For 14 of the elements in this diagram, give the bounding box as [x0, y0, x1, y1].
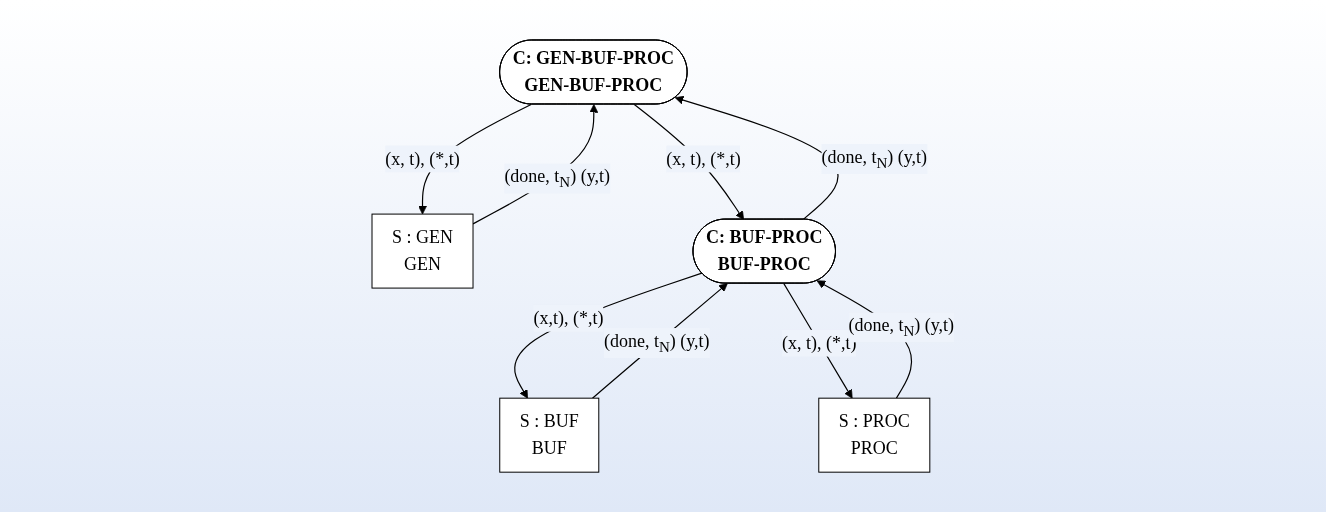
- arrow: [591, 283, 728, 399]
- edge-label: (done, t$_{N}$) (y,t): [821, 146, 928, 171]
- node-box: S : PROC PROC: [818, 397, 931, 473]
- edge-label: (x, t), (*,t): [666, 148, 741, 169]
- arrow: [633, 103, 744, 220]
- arrow: [674, 95, 839, 221]
- arrow: [514, 272, 703, 399]
- edge-label: (x,t), (*,t): [533, 307, 604, 328]
- edge-label: (x, t), (*,t): [385, 148, 460, 169]
- edge-label: (done, t$_{N}$) (y,t): [848, 315, 955, 339]
- edge-label: (done, t$_{N}$) (y,t): [603, 330, 710, 355]
- node-box: S : BUF BUF: [499, 397, 600, 473]
- node-box: S : GEN GEN: [371, 213, 474, 289]
- edge-label: (done, t$_{N}$) (y,t): [504, 166, 610, 190]
